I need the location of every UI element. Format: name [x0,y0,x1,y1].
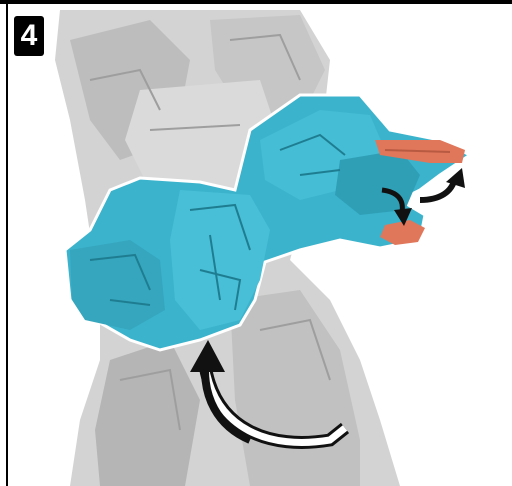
step-number-badge: 4 [14,16,44,56]
